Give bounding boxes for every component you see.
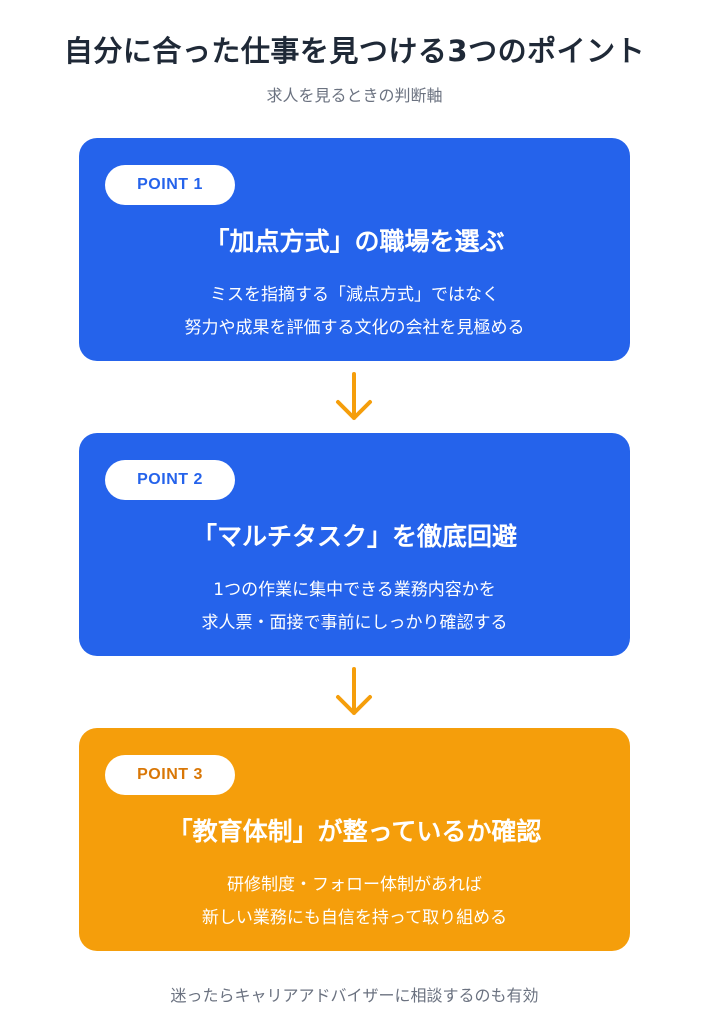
point-description-3-line-2: 新しい業務にも自信を持って取り組める <box>201 908 508 928</box>
point-description-1-line-2: 努力や成果を評価する文化の会社を見極める <box>184 318 525 338</box>
point-heading-3: 「教育体制」が整っているか確認 <box>167 817 542 846</box>
point-card-3: POINT 3 「教育体制」が整っているか確認 研修制度・フォロー体制があれば … <box>79 728 630 951</box>
point-description-2-line-1: 1つの作業に集中できる業務内容かを <box>213 580 496 600</box>
point-heading-1: 「加点方式」の職場を選ぶ <box>204 227 505 256</box>
page-subtitle: 求人を見るときの判断軸 <box>266 86 443 105</box>
point-badge-3: POINT 3 <box>105 755 235 795</box>
point-card-2: POINT 2 「マルチタスク」を徹底回避 1つの作業に集中できる業務内容かを … <box>79 433 630 656</box>
point-description-2-line-2: 求人票・面接で事前にしっかり確認する <box>201 613 508 633</box>
down-arrow-icon <box>336 667 372 715</box>
footer-note: 迷ったらキャリアアドバイザーに相談するのも有効 <box>170 986 539 1005</box>
point-description-3-line-1: 研修制度・フォロー体制があれば <box>227 875 482 895</box>
point-card-1: POINT 1 「加点方式」の職場を選ぶ ミスを指摘する「減点方式」ではなく 努… <box>79 138 630 361</box>
point-badge-2: POINT 2 <box>105 460 235 500</box>
point-badge-1: POINT 1 <box>105 165 235 205</box>
point-description-1-line-1: ミスを指摘する「減点方式」ではなく <box>210 285 499 305</box>
down-arrow-icon <box>336 372 372 420</box>
page-title: 自分に合った仕事を見つける3つのポイント <box>63 34 646 68</box>
point-heading-2: 「マルチタスク」を徹底回避 <box>191 522 517 551</box>
